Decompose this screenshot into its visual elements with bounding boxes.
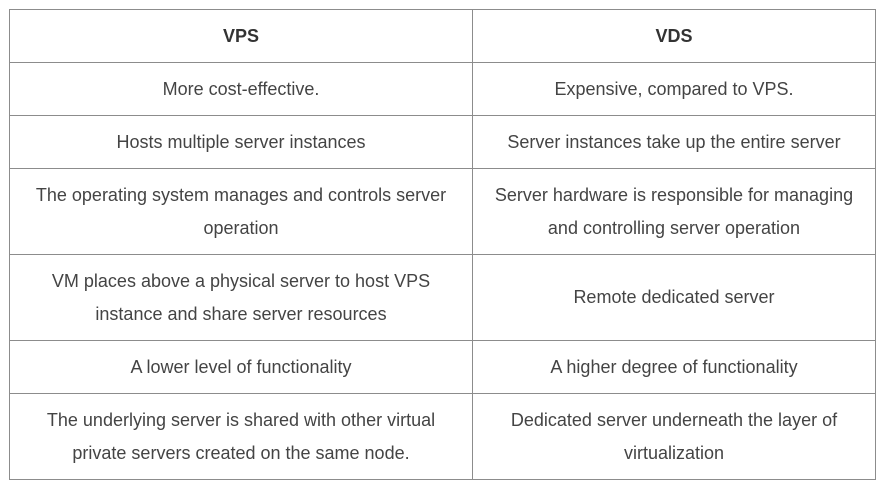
cell-vds: A higher degree of functionality	[472, 340, 876, 394]
cell-vps: A lower level of functionality	[9, 340, 473, 394]
table-row: More cost-effective. Expensive, compared…	[9, 62, 876, 116]
cell-vds: Dedicated server underneath the layer of…	[472, 393, 876, 480]
cell-vps: The underlying server is shared with oth…	[9, 393, 473, 480]
cell-vps: The operating system manages and control…	[9, 168, 473, 255]
header-vps: VPS	[9, 9, 473, 63]
table-row: Hosts multiple server instances Server i…	[9, 115, 876, 169]
cell-vds: Remote dedicated server	[472, 254, 876, 341]
cell-vps: More cost-effective.	[9, 62, 473, 116]
table-body: More cost-effective. Expensive, compared…	[9, 62, 876, 480]
cell-vps: VM places above a physical server to hos…	[9, 254, 473, 341]
cell-vps: Hosts multiple server instances	[9, 115, 473, 169]
header-vds: VDS	[472, 9, 876, 63]
cell-vds: Expensive, compared to VPS.	[472, 62, 876, 116]
cell-vds: Server hardware is responsible for manag…	[472, 168, 876, 255]
cell-vds: Server instances take up the entire serv…	[472, 115, 876, 169]
comparison-table: VPS VDS More cost-effective. Expensive, …	[9, 9, 876, 480]
table-row: VM places above a physical server to hos…	[9, 254, 876, 341]
table-row: The underlying server is shared with oth…	[9, 393, 876, 480]
table-header: VPS VDS	[9, 9, 876, 63]
table-row: The operating system manages and control…	[9, 168, 876, 255]
header-row: VPS VDS	[9, 9, 876, 63]
table-row: A lower level of functionality A higher …	[9, 340, 876, 394]
